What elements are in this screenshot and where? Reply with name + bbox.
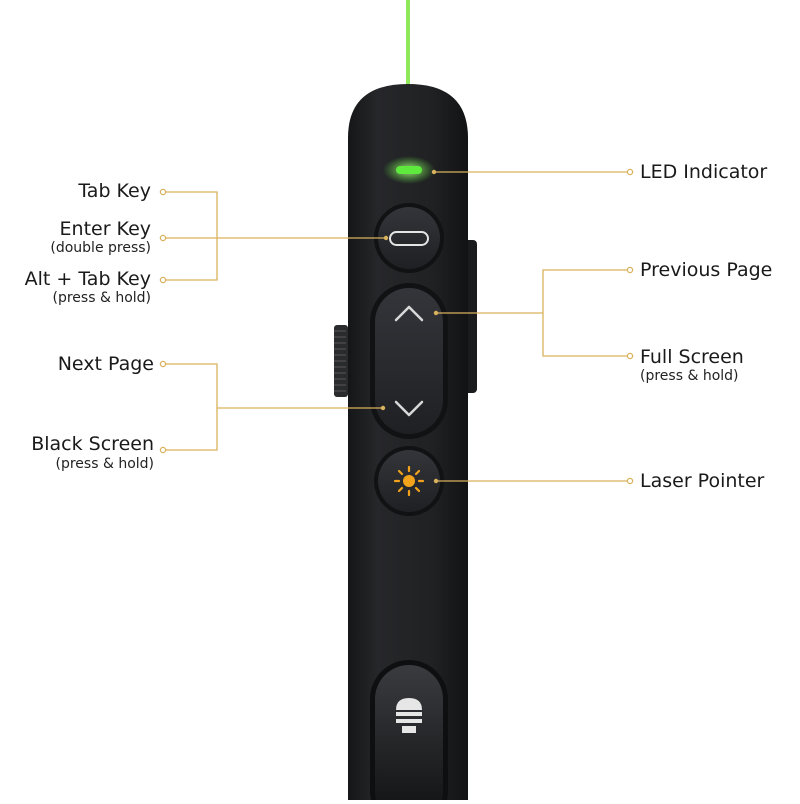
usb-receiver-icon	[396, 698, 422, 733]
led-indicator	[396, 166, 422, 174]
label-enter-key: Enter Key	[59, 218, 151, 240]
label-next-page: Next Page	[57, 353, 154, 375]
tab-enter-button[interactable]	[374, 203, 444, 273]
label-full-screen: Full Screen	[640, 346, 744, 368]
sun-icon	[393, 465, 425, 497]
leader-end-dots	[380, 169, 439, 484]
rounded-rectangle-icon	[389, 231, 429, 246]
label-tab-key: Tab Key	[78, 180, 151, 202]
chevron-down-icon	[394, 400, 424, 417]
side-grip	[334, 325, 348, 397]
label-alt-tab-key-note: (press & hold)	[52, 290, 152, 306]
label-previous-page: Previous Page	[640, 259, 773, 281]
label-led-indicator: LED Indicator	[640, 161, 768, 183]
usb-receiver	[370, 660, 448, 804]
page-rocker[interactable]	[370, 283, 448, 439]
chevron-up-icon	[394, 305, 424, 322]
label-full-screen-note: (press & hold)	[640, 368, 739, 384]
leader-lines	[166, 171, 627, 482]
label-black-screen-note: (press & hold)	[55, 456, 155, 472]
leader-dots	[159, 168, 634, 485]
remote-body	[348, 84, 468, 800]
laser-button[interactable]	[374, 446, 444, 516]
label-alt-tab-key: Alt + Tab Key	[24, 268, 151, 290]
label-laser-pointer: Laser Pointer	[640, 470, 765, 492]
label-enter-key-note: (double press)	[50, 240, 151, 256]
label-black-screen: Black Screen	[31, 433, 154, 455]
